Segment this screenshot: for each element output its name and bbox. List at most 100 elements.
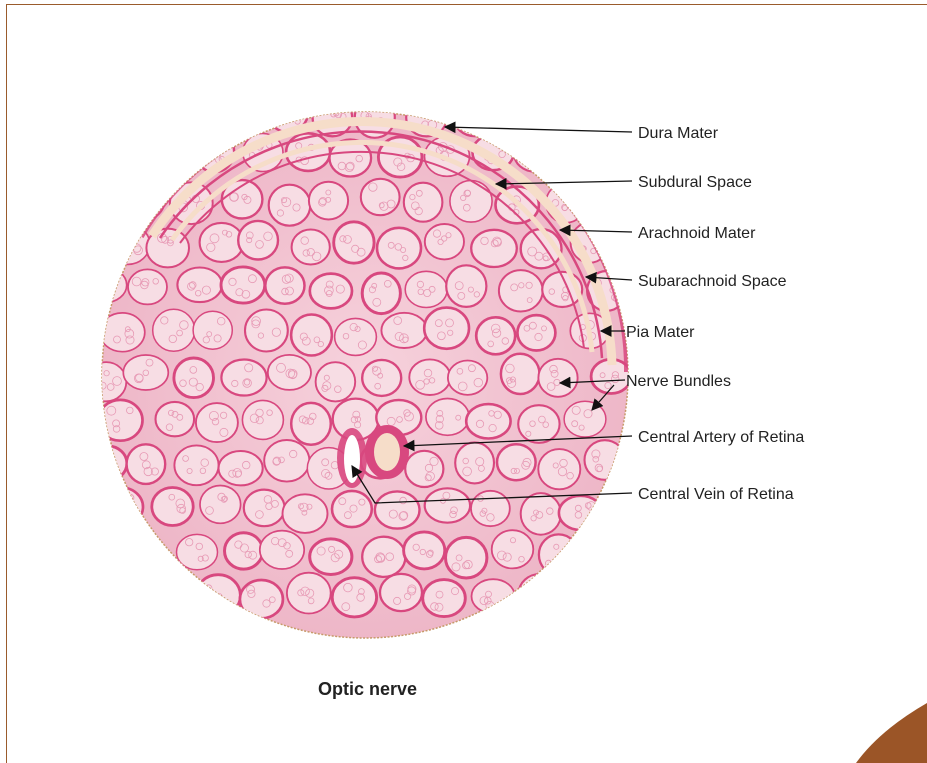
nerve-fibre	[202, 139, 209, 146]
labels: Dura Mater Subdural Space Arachnoid Mate…	[626, 125, 804, 503]
nerve-bundle	[448, 361, 487, 395]
nerve-bundle	[200, 223, 244, 262]
nerve-bundle	[426, 399, 469, 436]
nerve-bundle	[519, 574, 562, 613]
nerve-bundle	[334, 222, 374, 263]
label-dura-mater: Dura Mater	[638, 125, 719, 142]
nerve-bundle	[424, 308, 469, 349]
nerve-bundle	[152, 488, 193, 526]
nerve-fibre	[112, 508, 120, 516]
nerve-bundle	[453, 97, 497, 136]
nerve-bundle	[225, 533, 263, 569]
nerve-bundle	[423, 580, 466, 617]
nerve-fibre	[285, 103, 290, 108]
nerve-bundle	[99, 487, 143, 526]
nerve-bundle	[539, 534, 578, 575]
nerve-bundle	[425, 224, 464, 259]
nerve-bundle	[196, 575, 240, 617]
nerve-bundle	[446, 265, 486, 307]
nerve-bundle	[244, 490, 285, 527]
nerve-bundle	[238, 221, 278, 260]
nerve-bundle	[404, 532, 445, 569]
nerve-bundle	[455, 442, 494, 483]
nerve-bundle	[193, 311, 232, 349]
nerve-fibre	[533, 159, 538, 164]
nerve-fibre	[533, 148, 538, 153]
nerve-fibre	[96, 279, 105, 288]
nerve-bundle	[291, 315, 332, 356]
nerve-fibre	[140, 190, 146, 196]
nerve-fibre	[476, 108, 485, 117]
nerve-bundle	[409, 359, 450, 395]
nerve-bundle	[200, 486, 241, 524]
nerve-bundle	[521, 493, 561, 535]
nerve-bundle	[446, 537, 487, 578]
nerve-fibre	[96, 285, 101, 290]
label-central-vein: Central Vein of Retina	[638, 486, 794, 503]
nerve-fibre	[103, 460, 112, 469]
nerve-bundle	[517, 315, 555, 350]
nerve-bundle	[177, 268, 222, 303]
label-subarachnoid-space: Subarachnoid Space	[638, 273, 787, 290]
nerve-bundle	[83, 267, 127, 302]
nerve-fibre	[104, 466, 110, 472]
nerve-fibre	[288, 102, 295, 109]
nerve-bundle	[497, 444, 536, 480]
nerve-bundle	[86, 362, 126, 401]
nerve-bundle	[264, 440, 309, 482]
nerve-bundle	[450, 181, 492, 223]
nerve-bundle	[472, 579, 515, 613]
nerve-bundle	[219, 451, 263, 485]
nerve-fibre	[529, 599, 535, 605]
label-arachnoid-mater: Arachnoid Mater	[638, 225, 756, 242]
label-central-artery: Central Artery of Retina	[638, 429, 804, 446]
nerve-bundle	[362, 537, 405, 577]
nerve-bundle	[309, 182, 348, 220]
nerve-fibre	[553, 560, 562, 569]
nerve-bundle	[221, 267, 265, 303]
nerve-bundle	[221, 360, 266, 396]
nerve-fibre	[497, 143, 503, 149]
label-pia-mater: Pia Mater	[626, 324, 695, 341]
nerve-bundle	[538, 359, 577, 397]
nerve-fibre	[138, 206, 146, 214]
nerve-bundle	[100, 313, 145, 352]
nerve-fibre	[422, 110, 428, 116]
nerve-fibre	[102, 281, 110, 289]
nerve-fibre	[564, 560, 571, 567]
nerve-bundle	[316, 362, 356, 401]
nerve-bundle	[156, 402, 195, 436]
nerve-bundle	[425, 488, 470, 522]
nerve-bundle	[240, 580, 283, 618]
nerve-fibre	[208, 598, 215, 605]
nerve-bundle	[466, 404, 510, 438]
figure-caption: Optic nerve	[0, 679, 735, 700]
nerve-fibre	[530, 145, 537, 152]
nerve-bundle	[518, 405, 559, 443]
nerve-bundle	[375, 491, 420, 528]
nerve-bundle	[514, 136, 556, 172]
nerve-bundle	[245, 310, 288, 352]
nerve-fibre	[143, 205, 152, 214]
nerve-fibre	[119, 237, 126, 244]
nerve-fibre	[540, 588, 545, 593]
nerve-bundle	[332, 491, 372, 527]
corner-decoration	[856, 703, 927, 763]
nerve-bundle	[153, 309, 195, 351]
nerve-bundle	[106, 224, 150, 264]
nerve-bundle	[377, 228, 421, 269]
pointer-dura-mater	[445, 127, 632, 132]
nerve-bundle	[362, 273, 400, 314]
nerve-bundle	[196, 403, 238, 442]
nerve-bundle	[471, 230, 517, 267]
nerve-fibre	[545, 594, 552, 601]
nerve-fibre	[462, 110, 468, 116]
label-nerve-bundles: Nerve Bundles	[626, 373, 731, 390]
nerve-bundle	[127, 444, 166, 484]
nerve-fibre	[105, 467, 111, 473]
nerve-fibre	[122, 238, 130, 246]
nerve-fibre	[276, 109, 282, 115]
nerve-bundle	[564, 401, 606, 437]
nerve-bundle	[177, 534, 218, 569]
